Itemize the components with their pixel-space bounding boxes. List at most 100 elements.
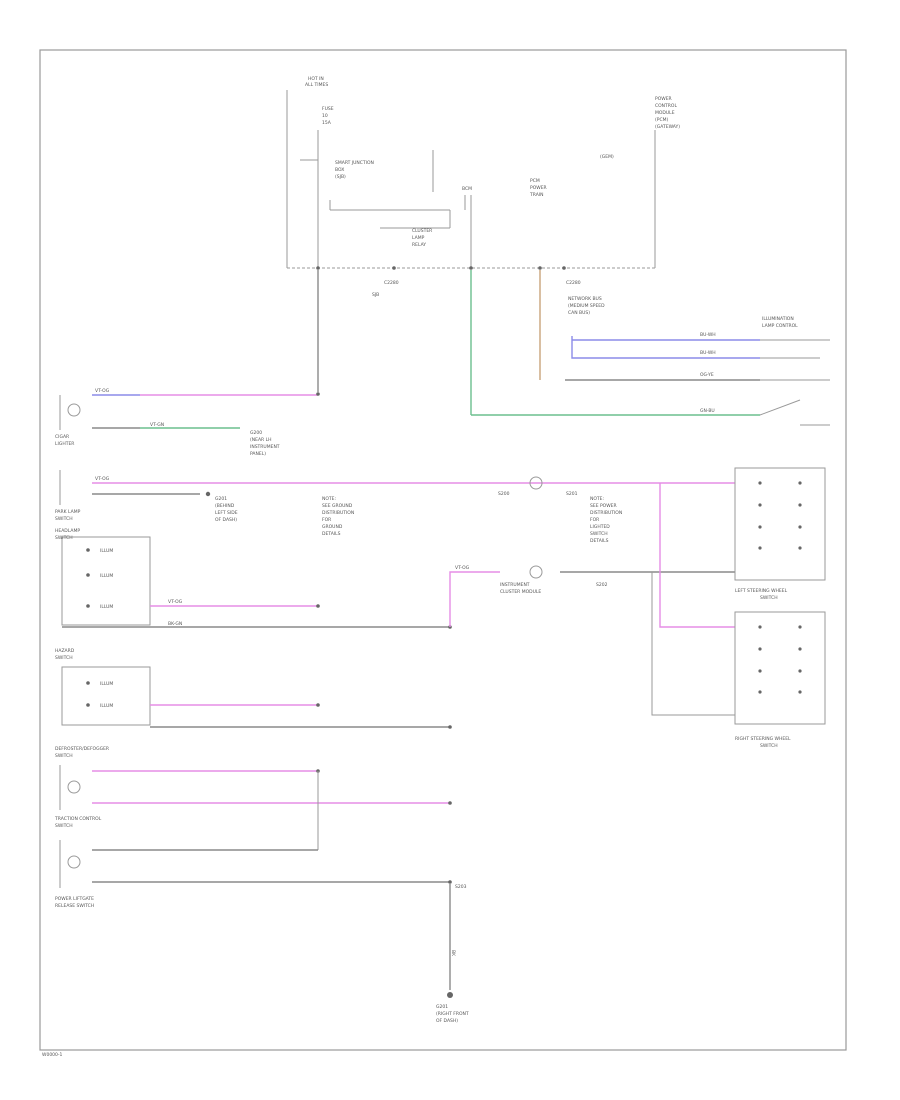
svg-text:SWITCH: SWITCH	[55, 655, 73, 661]
svg-text:S203: S203	[455, 884, 467, 890]
sjb-mid-1: C2280	[384, 280, 399, 286]
g-mid-2: (BEHIND	[215, 503, 235, 509]
fuse-label-1: FUSE	[322, 106, 334, 112]
top-module-box	[286, 90, 656, 269]
cluster-right-4: (PCM)	[655, 117, 668, 123]
sjb-label-3: (SJB)	[335, 174, 346, 180]
wire-label-bu-wh: BU-WH	[700, 332, 716, 338]
cluster-lamp-hdr-1: ILLUMINATION	[762, 316, 794, 322]
park-label-2: SWITCH	[55, 516, 73, 522]
wire-label-og-ye: OG-YE	[700, 372, 714, 378]
right-switch-arm	[759, 399, 801, 416]
svg-text:VT-OG: VT-OG	[168, 599, 183, 605]
svg-text:POWER LIFTGATE: POWER LIFTGATE	[55, 896, 94, 902]
note-right: NOTE: SEE POWER DISTRIBUTION FOR LIGHTED…	[590, 496, 622, 544]
c2280b-label: C2280	[566, 280, 581, 286]
g-mid-3: LEFT SIDE	[215, 510, 238, 516]
bus-note-2: (MEDIUM SPEED	[568, 303, 605, 309]
svg-text:G201: G201	[436, 1004, 448, 1010]
cigar-label-2: LIGHTER	[55, 441, 74, 447]
svg-text:DISTRIBUTION: DISTRIBUTION	[322, 510, 354, 516]
relay-label-3: RELAY	[412, 242, 426, 248]
cluster-right-5: (GATEWAY)	[655, 124, 680, 130]
svg-text:FOR: FOR	[590, 517, 599, 523]
footer-code: W0000-1	[42, 1052, 63, 1058]
svg-text:ILLUM: ILLUM	[100, 573, 113, 579]
svg-text:DETAILS: DETAILS	[322, 531, 341, 537]
inline-rheostat-1	[529, 476, 543, 490]
sjb-label-2: BOX	[335, 167, 344, 173]
svg-text:OF DASH): OF DASH)	[436, 1018, 458, 1024]
cluster-right-1: POWER	[655, 96, 672, 102]
top-pins	[316, 266, 566, 270]
svg-text:SWITCH: SWITCH	[760, 595, 778, 601]
wire-pink-right-2	[659, 483, 735, 628]
hot-label-1: HOT IN	[308, 76, 324, 82]
svg-text:LIGHTED: LIGHTED	[590, 524, 610, 530]
svg-text:RELEASE SWITCH: RELEASE SWITCH	[55, 903, 94, 909]
g-top-4: PANEL)	[250, 451, 266, 457]
svg-text:SEE POWER: SEE POWER	[590, 503, 617, 509]
svg-text:SWITCH: SWITCH	[590, 531, 608, 537]
headlamp-switch: HEADLAMP SWITCH ILLUM ILLUM ILLUM	[55, 528, 151, 626]
svg-text:VT-OG: VT-OG	[455, 565, 470, 571]
svg-text:DISTRIBUTION: DISTRIBUTION	[590, 510, 622, 516]
cigar-label-1: CIGAR	[55, 434, 69, 440]
cluster-right-2: CONTROL	[655, 103, 677, 109]
fuse-label-3: 15A	[322, 120, 332, 126]
svg-text:BK-GN: BK-GN	[168, 621, 182, 627]
fuse-label-2: 10	[322, 113, 328, 119]
wire-label-vt-og-2: VT-OG	[95, 476, 110, 482]
svg-text:LEFT STEERING WHEEL: LEFT STEERING WHEEL	[735, 588, 788, 594]
svg-text:HEADLAMP: HEADLAMP	[55, 528, 80, 534]
inline-rheostat-2	[529, 565, 543, 579]
wire-label-vt-gn: VT-GN	[150, 422, 164, 428]
svg-text:INSTRUMENT: INSTRUMENT	[500, 582, 530, 588]
svg-text:HAZARD: HAZARD	[55, 648, 75, 654]
g-top-3: INSTRUMENT	[250, 444, 280, 450]
svg-text:RIGHT STEERING WHEEL: RIGHT STEERING WHEEL	[735, 736, 791, 742]
svg-text:CLUSTER MODULE: CLUSTER MODULE	[500, 589, 541, 595]
svg-text:ILLUM: ILLUM	[100, 548, 113, 554]
wire-label-vt-og-1: VT-OG	[95, 388, 110, 394]
svg-text:SWITCH: SWITCH	[55, 535, 73, 541]
pcm-label-2: POWER	[530, 185, 547, 191]
wire-pink-cluster	[449, 571, 500, 627]
pcm-label-1: PCM	[530, 178, 540, 184]
defroster-switch: DEFROSTER/DEFOGGER SWITCH TRACTION CONTR…	[54, 746, 109, 829]
park-lamp-block: PARK LAMP SWITCH	[55, 470, 81, 522]
diagram-frame	[39, 49, 847, 1051]
ground-symbol	[447, 992, 453, 998]
wire-blue-lower	[571, 336, 760, 359]
bus-note-1: NETWORK BUS	[568, 296, 602, 302]
power-liftgate-switch: POWER LIFTGATE RELEASE SWITCH	[55, 840, 94, 909]
park-label-1: PARK LAMP	[55, 509, 81, 515]
svg-text:ILLUM: ILLUM	[100, 681, 113, 687]
svg-text:FOR: FOR	[322, 517, 331, 523]
svg-text:(RIGHT FRONT: (RIGHT FRONT	[436, 1011, 469, 1017]
top-module-text: HOT IN ALL TIMES FUSE 10 15A SMART JUNCT…	[305, 76, 798, 329]
svg-text:ILLUM: ILLUM	[100, 604, 113, 610]
svg-text:SWITCH: SWITCH	[55, 823, 73, 829]
sjb-label-1: SMART JUNCTION	[335, 160, 374, 166]
pcm-label-3: TRAIN	[529, 192, 543, 198]
svg-text:ILLUM: ILLUM	[100, 703, 113, 709]
svg-text:BK: BK	[450, 950, 456, 957]
wire-label-bu-wh-2: BU-WH	[700, 350, 716, 356]
hazard-switch: HAZARD SWITCH ILLUM ILLUM	[55, 648, 151, 726]
svg-text:NOTE:: NOTE:	[322, 496, 336, 502]
svg-text:TRACTION CONTROL: TRACTION CONTROL	[54, 816, 102, 822]
cluster-lamp-hdr-2: LAMP CONTROL	[762, 323, 798, 329]
left-steering-switch: LEFT STEERING WHEEL SWITCH	[734, 467, 826, 601]
hot-label-2: ALL TIMES	[305, 82, 328, 88]
svg-text:S202: S202	[596, 582, 608, 588]
svg-text:GROUND: GROUND	[322, 524, 343, 530]
gem-label: (GEM)	[600, 154, 614, 160]
note-left: NOTE: SEE GROUND DISTRIBUTION FOR GROUND…	[322, 496, 354, 537]
bus-note-3: CAN BUS)	[568, 310, 590, 316]
right-steering-switch: RIGHT STEERING WHEEL SWITCH	[734, 611, 826, 749]
svg-text:SEE GROUND: SEE GROUND	[322, 503, 353, 509]
g-top-1: G200	[250, 430, 262, 436]
sjb-mid-2: SJB	[372, 292, 379, 298]
svg-text:SWITCH: SWITCH	[55, 753, 73, 759]
